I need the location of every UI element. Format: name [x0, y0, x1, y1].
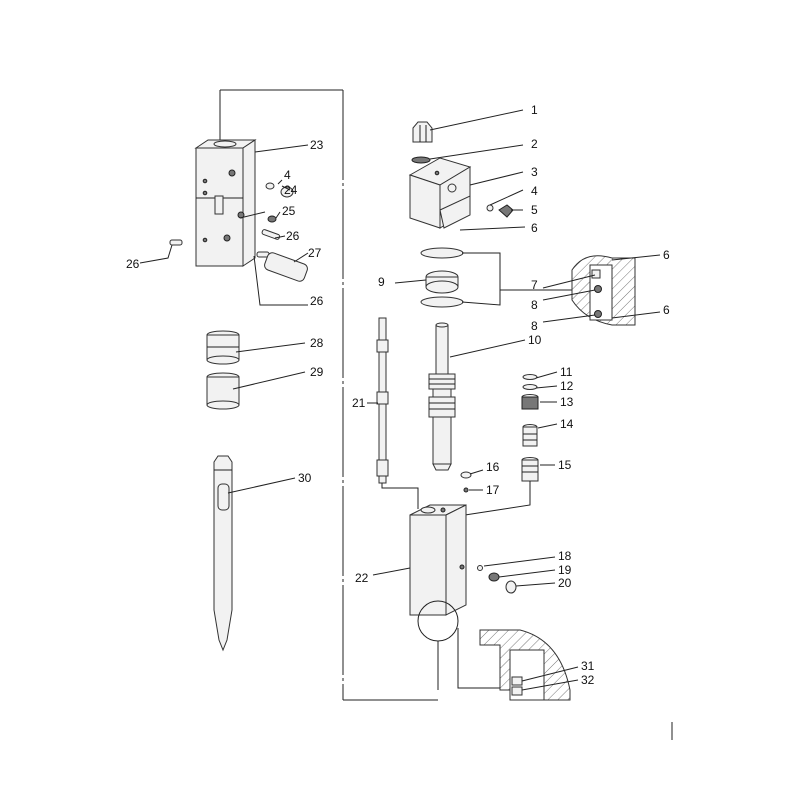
callout-labels: 1 2 3 4 5 6 6 7 8 8 6 9 10 11 12 13 14 1… [126, 103, 670, 687]
callout-label: 18 [558, 549, 572, 563]
callout-label: 11 [560, 365, 573, 379]
callout-label: 12 [560, 379, 574, 393]
callout-label: 27 [308, 246, 322, 260]
parts-16-17 [460, 469, 484, 493]
callout-label: 2 [531, 137, 538, 151]
cylinder-body-part-22 [372, 504, 467, 690]
nut-part-1 [412, 109, 524, 143]
callout-label: 21 [352, 396, 366, 410]
piston-part-10 [428, 322, 526, 471]
bushing-part-29 [206, 371, 306, 410]
divider-lines [219, 89, 438, 701]
callout-label: 8 [531, 298, 538, 312]
callout-label: 10 [528, 333, 542, 347]
callout-label: 6 [663, 248, 670, 262]
callout-label: 29 [310, 365, 324, 379]
callout-label: 26 [310, 294, 324, 308]
callout-label: 6 [531, 221, 538, 235]
left-leaders [139, 144, 309, 306]
callout-label: 30 [298, 471, 312, 485]
callout-label: 9 [378, 275, 385, 289]
valve-parts-11-15 [464, 371, 558, 516]
callout-label: 22 [355, 571, 369, 585]
callout-label: 6 [663, 303, 670, 317]
callout-label: 4 [284, 168, 291, 182]
callout-label: 23 [310, 138, 324, 152]
left-small-parts [169, 182, 308, 282]
detail-view-bottom [457, 628, 579, 701]
rod-part-21 [367, 317, 419, 509]
callout-label: 14 [560, 417, 574, 431]
callout-label: 13 [560, 395, 574, 409]
callout-label: 26 [286, 229, 300, 243]
callout-label: 15 [558, 458, 572, 472]
callout-label: 4 [531, 184, 538, 198]
callout-label: 7 [531, 278, 538, 292]
callout-label: 8 [531, 319, 538, 333]
callout-label: 31 [581, 659, 595, 673]
bushing-part-28 [206, 330, 306, 365]
callout-label: 24 [284, 183, 298, 197]
seal-set-part-9 [394, 247, 572, 308]
callout-label: 28 [310, 336, 324, 350]
valve-block-part-23 [194, 139, 257, 267]
callout-label: 1 [531, 103, 538, 117]
detail-view-seals [542, 254, 661, 326]
washer-part-2 [411, 144, 524, 164]
callout-label: 16 [486, 460, 500, 474]
callout-label: 19 [558, 563, 572, 577]
parts-18-20 [477, 556, 556, 594]
callout-label: 25 [282, 204, 296, 218]
callout-label: 5 [531, 203, 538, 217]
head-block-part-3 [408, 157, 524, 229]
plug-parts-4-5 [486, 189, 524, 218]
callout-label: 17 [486, 483, 500, 497]
leader-6 [459, 226, 526, 231]
callout-label: 26 [126, 257, 140, 271]
chisel-part-30 [213, 455, 296, 652]
callout-label: 20 [558, 576, 572, 590]
callout-label: 3 [531, 165, 538, 179]
callout-label: 32 [581, 673, 595, 687]
